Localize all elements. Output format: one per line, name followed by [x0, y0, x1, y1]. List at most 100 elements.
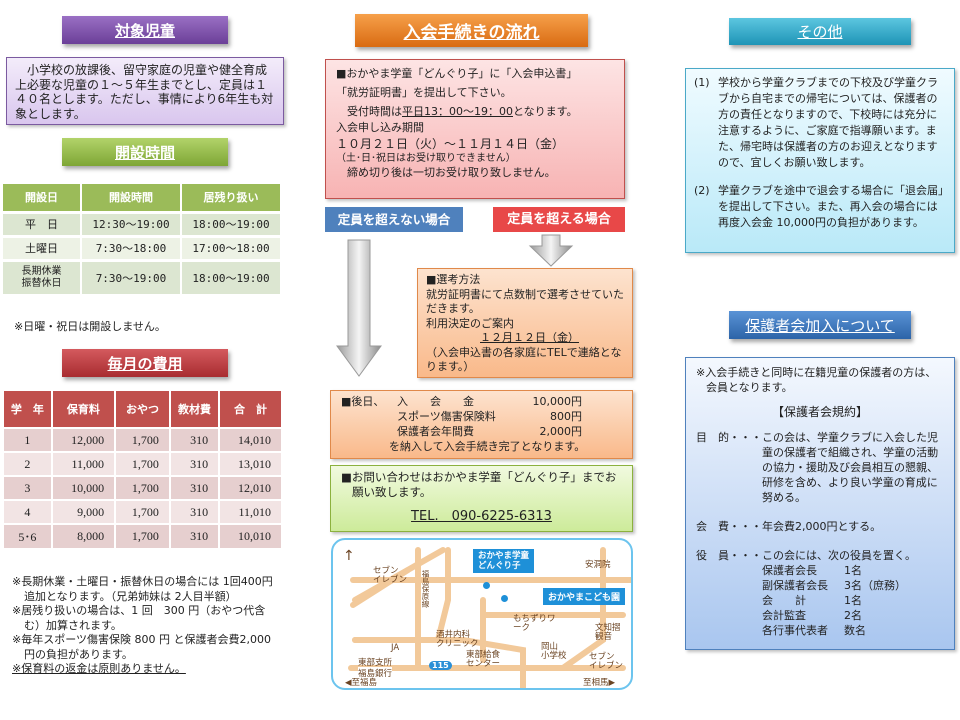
fees-cell: 10,010	[238, 529, 271, 543]
fee-note: ※毎年スポーツ傷害保険 800 円 と保護者会費2,000円の負担があります。	[12, 633, 271, 661]
officers-intro: この会には、次の役員を置く。	[762, 549, 916, 562]
over-capacity-label: 定員を超える場合	[493, 207, 625, 232]
fees-header: 教材費	[169, 391, 221, 428]
deadline: 締め切り後は一切お受け取り致しません。	[336, 166, 556, 179]
fees-cell: 1,700	[115, 500, 171, 524]
target-banner: 対象児童	[62, 16, 228, 44]
officer-count: 2名	[844, 609, 862, 622]
fee-row: 会 費・・・年会費2,000円とする。	[696, 519, 944, 534]
officer-role: 会 計	[762, 594, 806, 607]
officer-count: 3名（庶務）	[844, 579, 906, 592]
fees-title: 毎月の費用	[107, 354, 183, 373]
fees-notes: ※長期休業・土曜日・振替休日の場合には 1回400円追加となります。（兄弟姉妹は…	[12, 575, 274, 677]
access-map: ↑ おかやま学童 どんぐり子 おかやまこども園 セブン イレブン 福島保原線 安…	[331, 538, 633, 690]
target-box: 小学校の放課後、留守家庭の児童や健全育成上必要な児童の１～５年生までとし、定員は…	[6, 57, 284, 125]
school-marker-icon	[483, 582, 490, 589]
fee-note: ※長期休業・土曜日・振替休日の場合には 1回400円追加となります。（兄弟姉妹は…	[12, 575, 273, 603]
fees-cell: 1,700	[115, 476, 171, 500]
hours-note: ※日曜・祝日は開設しません。	[14, 320, 166, 333]
selection-text: 就労証明書にて点数制で選考させていただきます。	[426, 287, 624, 316]
fees-cell: 9,000	[51, 500, 117, 524]
fees-cell: 310	[169, 524, 221, 548]
rules-title: 【保護者会規約】	[771, 405, 868, 419]
map-label-mochizuri: もちずりワーク	[513, 614, 556, 633]
hours-header: 開設日	[3, 184, 82, 212]
fees-header: 保育料	[51, 391, 117, 428]
payment-amount: 10,000円	[532, 395, 583, 408]
payment-label: 保護者会年間費	[397, 425, 474, 438]
procedure-banner: 入会手続きの流れ	[355, 14, 588, 47]
under-capacity-label: 定員を超えない場合	[325, 207, 463, 232]
kindergarten-marker-icon	[501, 595, 508, 602]
officer-count: 1名	[844, 594, 862, 607]
other-banner: その他	[729, 18, 911, 45]
short-down-arrow-icon	[528, 234, 574, 267]
map-label-line: 福島保原線	[421, 570, 430, 608]
period: １０月２１日（火）～１１月１４日（金）	[336, 137, 565, 151]
officer-role: 副保護者会長	[762, 579, 828, 592]
parents-title: 保護者会加入について	[745, 316, 895, 335]
app-line2: 「就労証明書」を提出して下さい。	[336, 86, 512, 99]
other-item: (2) 学童クラブを途中で退会する場合に「退会届」を提出して下さい。また、再入会の…	[694, 183, 946, 231]
map-label-kindergarten: おかやまこども園	[543, 588, 626, 605]
refund-note: ※保育料の返金は原則ありません。	[12, 662, 186, 675]
notice-label: 利用決定のご案内	[426, 316, 514, 330]
purpose-text: この会は、学童クラブに入会した児童の保護者で組織され、学童の活動の協力・援助及び…	[762, 431, 939, 504]
fees-cell: 5･6	[4, 524, 53, 548]
fees-cell: 2	[4, 452, 53, 476]
target-title: 対象児童	[114, 21, 175, 40]
app-hours: 平日13：00～19：00	[402, 105, 513, 118]
contact-box: ■お問い合わせはおかやま学童「どんぐり子」までお願い致します。 TEL. 090…	[330, 465, 633, 532]
other-item: (1)学校から学童クラブまでの下校及び学童クラブから自宅までの帰宅については、保…	[694, 75, 946, 171]
notice-date-row: １２月１２日（金）	[426, 331, 624, 346]
officer-count: 数名	[844, 624, 866, 637]
map-label-sakai: 酒井内科 クリニック	[436, 630, 479, 649]
hours-cell: 土曜日	[3, 236, 82, 260]
hours-title: 開設時間	[114, 143, 175, 162]
hours-cell: 平 日	[3, 212, 82, 236]
fees-header: 学 年	[4, 391, 53, 428]
contact-tel[interactable]: TEL. 090-6225-6313	[411, 509, 552, 524]
target-text: 小学校の放課後、留守家庭の児童や健全育成上必要な児童の１～５年生までとし、定員は…	[15, 63, 274, 121]
map-roads	[348, 547, 631, 688]
fees-header: おやつ	[115, 391, 171, 428]
parents-banner: 保護者会加入について	[729, 311, 911, 339]
hours-header: 開設時間	[81, 184, 182, 212]
other-item-number: (2)	[694, 184, 710, 197]
map-label-bunchi: 文知摺 観音	[595, 623, 621, 642]
map-label-kyushoku: 東部給食 センター	[466, 650, 501, 669]
hours-cell: 7:30～18:00	[81, 236, 182, 260]
notice-note: （入会申込書の各家庭にTELで連絡となります。）	[426, 345, 622, 374]
officer-role: 会計監査	[762, 609, 806, 622]
app-line3: 受付時間は平日13：00～19：00となります。	[336, 104, 614, 120]
payment-suffix: を納入して入会手続き完了となります。	[389, 440, 586, 453]
fees-header: 合 計	[234, 403, 268, 416]
selection-box: ■選考方法 就労証明書にて点数制で選考させていただきます。 利用決定のご案内 １…	[417, 268, 633, 378]
hours-cell: 18:00～19:00	[192, 271, 270, 285]
other-item-text: 学童クラブを途中で退会する場合に「退会届」を提出して下さい。また、再入会の場合に…	[718, 184, 944, 229]
hours-cell: 7:30～19:00	[81, 260, 182, 294]
hours-cell: 17:00～18:00	[192, 242, 270, 255]
map-label-okayama-es: 岡山 小学校	[541, 642, 567, 661]
app-line1: ■おかやま学童「どんぐり子」に「入会申込書」	[336, 67, 578, 80]
officer-role: 保護者会長	[762, 564, 817, 577]
fees-cell: 13,010	[238, 456, 271, 471]
officer-role: 各行事代表者	[762, 624, 828, 637]
fees-cell: 1,700	[115, 524, 171, 548]
fees-cell: 310	[169, 476, 221, 500]
hours-cell: 18:00～19:00	[192, 218, 270, 231]
hours-banner: 開設時間	[62, 138, 228, 166]
purpose-label: 目 的・・・	[696, 431, 762, 444]
parents-intro: ※入会手続きと同時に在籍児童の保護者の方は、会員となります。	[696, 366, 937, 394]
notice-date: １２月１２日（金）	[480, 331, 579, 344]
fee-note: ※居残り扱いの場合は、1 回 300 円（おやつ代含む）加算されます。	[12, 604, 266, 632]
map-label-bank: 福島銀行	[358, 667, 393, 679]
